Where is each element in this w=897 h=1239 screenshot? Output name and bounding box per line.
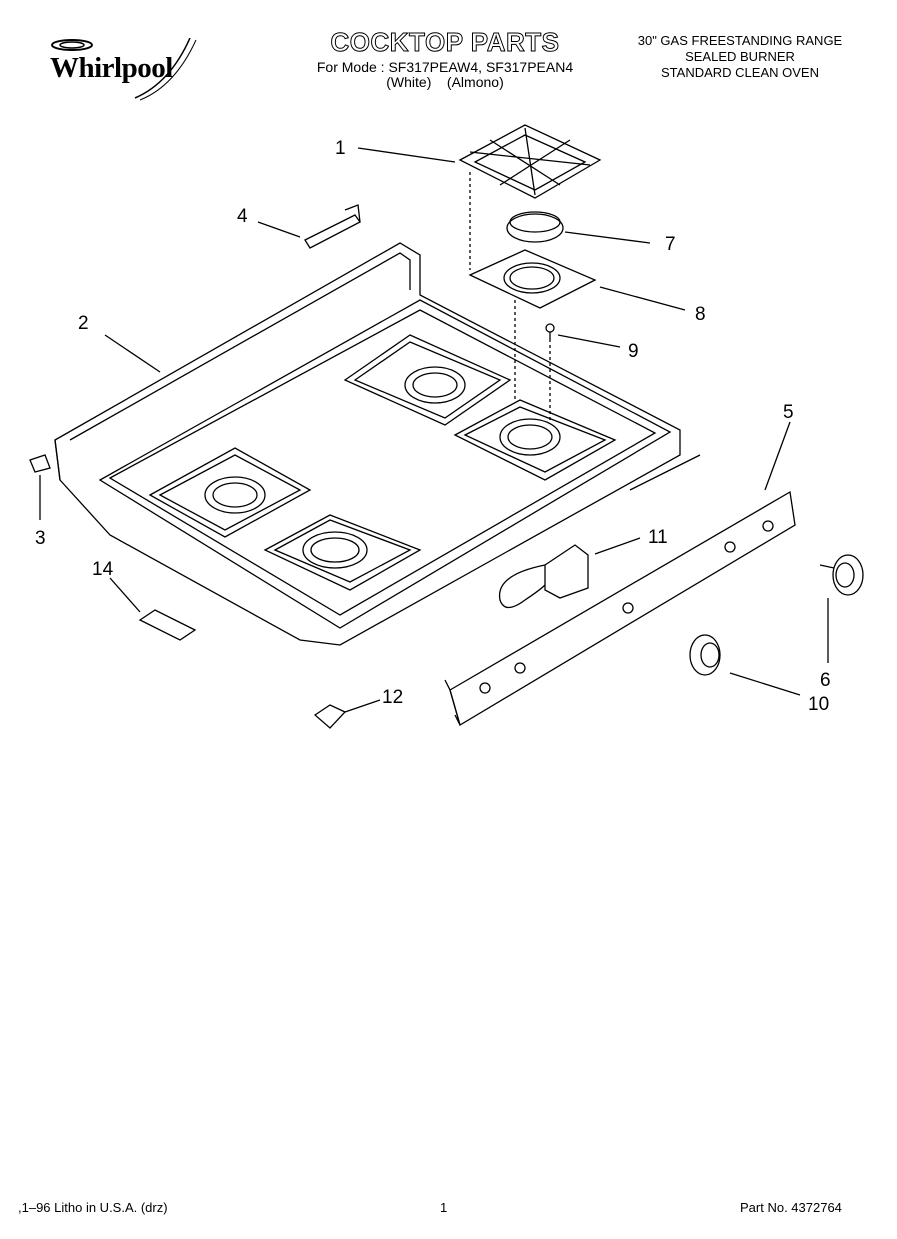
callout-1: 1 [335,138,346,159]
spring-clip [313,704,347,729]
burner-plate-right-front [453,399,617,481]
callout-12: 12 [382,687,403,708]
product-line-3: STANDARD CLEAN OVEN [661,65,819,80]
callout-8: 8 [695,304,706,325]
burner-cap [506,213,564,243]
whirlpool-logo: Whirlpool [40,38,200,108]
burner-plate-left-front [263,514,422,591]
product-description: 30" GAS FREESTANDING RANGE SEALED BURNER… [600,33,880,81]
callout-5: 5 [783,402,794,423]
product-line-2: SEALED BURNER [685,49,795,64]
callout-4: 4 [237,206,248,227]
spark-ignition-switch [544,544,589,599]
callout-2: 2 [78,313,89,334]
brand-wordmark: Whirlpool [50,52,173,84]
page-number: 1 [440,1200,448,1215]
callout-11: 11 [648,527,668,548]
burner-plate-left-rear [148,447,312,538]
callout-9: 9 [628,341,639,362]
cooktop-panel [54,242,681,646]
callout-7: 7 [665,234,676,255]
burner-seal-plate [468,249,597,309]
callout-14: 14 [92,559,114,580]
callout-3: 3 [35,528,46,549]
model-colors: (White) (Almono) [386,74,504,90]
product-line-1: 30" GAS FREESTANDING RANGE [637,33,843,48]
callout-6: 6 [820,670,831,691]
knob-adapter [689,634,721,676]
callout-10: 10 [808,694,829,715]
page-title: COCKTOP PARTS [330,27,560,58]
footer-litho: ,1–96 Litho in U.S.A. (drz) [18,1200,168,1215]
hinge-bracket [29,454,51,473]
logo-swirl-icon [51,38,197,101]
clip-bracket [138,609,197,641]
screw [545,323,555,333]
part-number: Part No. 4372764 [740,1200,842,1215]
model-numbers: For Mode : SF317PEAW4, SF317PEAN4 [316,59,574,75]
burner-plate-right-rear [343,334,512,426]
control-knob [819,554,864,596]
model-info: For Mode : SF317PEAW4, SF317PEAN4 (White… [300,60,590,90]
bracket [304,214,361,249]
